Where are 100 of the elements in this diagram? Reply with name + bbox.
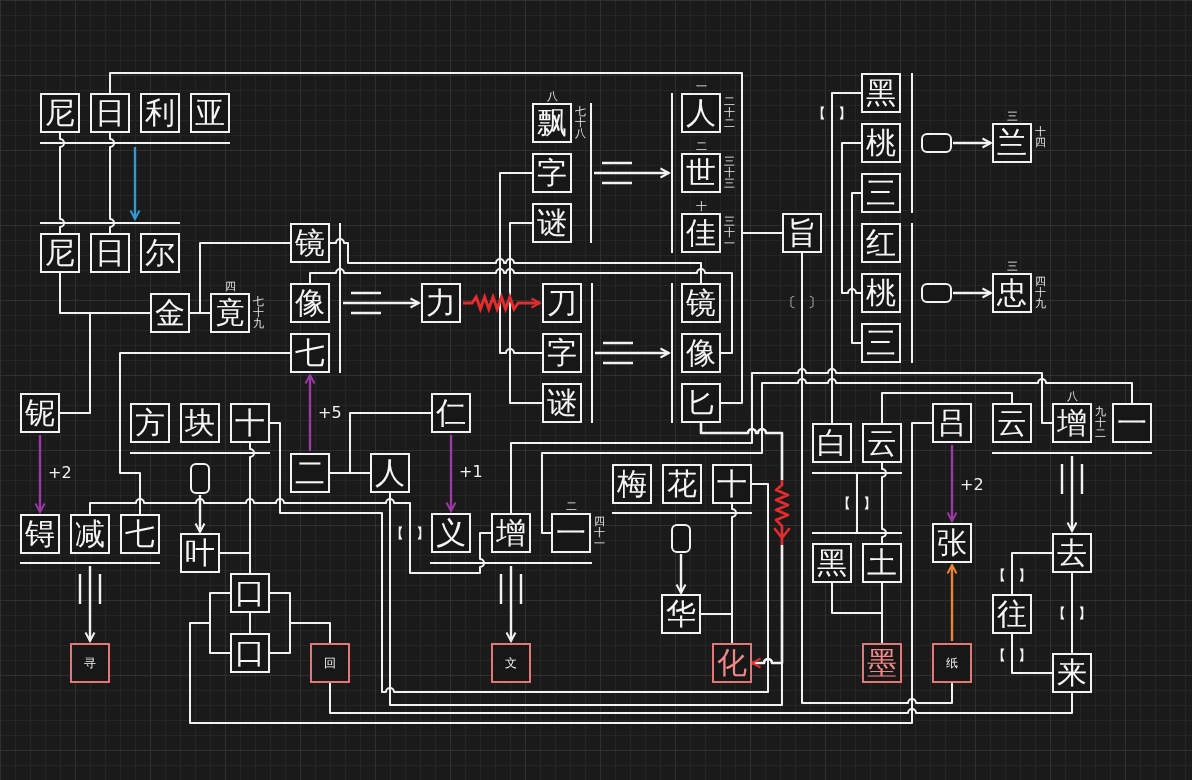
character-box: 锝 [20, 514, 60, 554]
character-box: 土 [862, 543, 902, 583]
character-box: 块 [180, 403, 220, 443]
connector-wire [189, 242, 291, 314]
numeral-note: 七十八 [575, 106, 586, 139]
connector-wire [59, 132, 65, 234]
bracket-label: 【 】 [991, 648, 1033, 662]
character-box: 七 [120, 514, 160, 554]
connector-wire [841, 142, 862, 294]
answer-box: 寻 [70, 643, 110, 683]
character-box: 铌 [20, 393, 60, 433]
character-box: 吕 [932, 403, 972, 443]
edge-label: +2 [48, 465, 72, 481]
character-box: 增 [1052, 403, 1092, 443]
character-box: 二 [290, 453, 330, 493]
arrow [675, 554, 687, 594]
numeral-note: 二 [565, 501, 577, 512]
character-box: 谜 [542, 383, 582, 423]
character-box: 增 [491, 513, 531, 553]
connector-wire [109, 132, 115, 234]
triple-line-arrow [592, 161, 671, 185]
bracket-label: 【 】 [836, 496, 878, 510]
triple-line-arrow [78, 564, 102, 643]
connector-wire [329, 682, 1073, 714]
connector-wire [1011, 552, 1053, 595]
character-box: 黑 [861, 73, 901, 113]
numeral-note: 二十二 [724, 96, 735, 129]
edge-label: +5 [318, 405, 342, 421]
character-box: 梅 [612, 464, 652, 504]
numeral-note: 八 [1066, 391, 1078, 402]
answer-box: 纸 [932, 643, 972, 683]
bracket-label: 【 】 [811, 106, 853, 120]
character-box: 仁 [431, 393, 471, 433]
numeral-note: 八 [546, 91, 558, 102]
character-box: 忠 [992, 273, 1032, 313]
connector-wire [700, 613, 733, 644]
character-box: 张 [932, 523, 972, 563]
character-box: 去 [1052, 533, 1092, 573]
character-box: 镜 [290, 223, 330, 263]
connector-wire [1071, 572, 1073, 654]
connector-wire [119, 352, 291, 515]
character-box: 日 [90, 233, 130, 273]
numeral-note: 十 [695, 201, 707, 212]
numeral-note: 九十二 [1095, 406, 1106, 439]
connector-wire [856, 473, 858, 533]
character-box: 人 [370, 453, 410, 493]
numeral-note: 四 [224, 281, 236, 292]
character-box: 镜 [681, 283, 721, 323]
character-box: 华 [661, 594, 701, 634]
connector-wire [851, 192, 862, 344]
connector-wire [309, 268, 733, 354]
connector-wire [219, 552, 251, 574]
arrow [946, 564, 958, 641]
character-box: 云 [992, 403, 1032, 443]
connector-wire [541, 378, 1133, 534]
character-box: 来 [1052, 653, 1092, 693]
connector-wire [189, 422, 933, 724]
arrow [194, 495, 206, 533]
character-box: 亚 [190, 93, 230, 133]
character-box: 桃 [861, 273, 901, 313]
connector-wire [831, 92, 862, 424]
character-box: 尼 [40, 93, 80, 133]
character-box: 佳 [681, 213, 721, 253]
connector-wire [881, 582, 883, 644]
bracket-label: 【 】 [991, 568, 1033, 582]
character-box: 叶 [180, 533, 220, 573]
connector-wire [881, 392, 1013, 424]
connector-wire [269, 422, 769, 693]
character-box: 竟 [210, 293, 250, 333]
character-box: 谜 [532, 203, 572, 243]
connector-wire [269, 592, 331, 654]
character-box: 尼 [40, 233, 80, 273]
triple-line-arrow [1060, 454, 1084, 533]
character-box: 旨 [782, 213, 822, 253]
character-box: 减 [70, 514, 110, 554]
character-box: 口 [230, 573, 270, 613]
arrow [34, 435, 46, 513]
connector-wire [329, 412, 432, 474]
numeral-note: 二 [695, 141, 707, 152]
character-box: 方 [130, 403, 170, 443]
blank-card [921, 283, 952, 303]
numeral-note: 一 [695, 81, 707, 92]
character-box: 利 [140, 93, 180, 133]
edge-label: +1 [459, 464, 483, 480]
character-box: 云 [862, 423, 902, 463]
character-box: 日 [90, 93, 130, 133]
triple-line-arrow [499, 564, 523, 643]
character-box: 力 [421, 283, 461, 323]
character-box: 飘 [532, 103, 572, 143]
numeral-note: 十四 [1035, 126, 1046, 148]
character-box: 三 [861, 173, 901, 213]
connector-wire [329, 238, 702, 284]
connector-wire [249, 612, 251, 634]
numeral-note: 七十九 [253, 296, 264, 329]
character-box: 十 [712, 464, 752, 504]
character-box: 一 [551, 513, 591, 553]
connector-wire [59, 312, 151, 414]
arrow [946, 445, 958, 522]
character-box: 匕 [681, 383, 721, 423]
connector-wire [510, 368, 1053, 514]
